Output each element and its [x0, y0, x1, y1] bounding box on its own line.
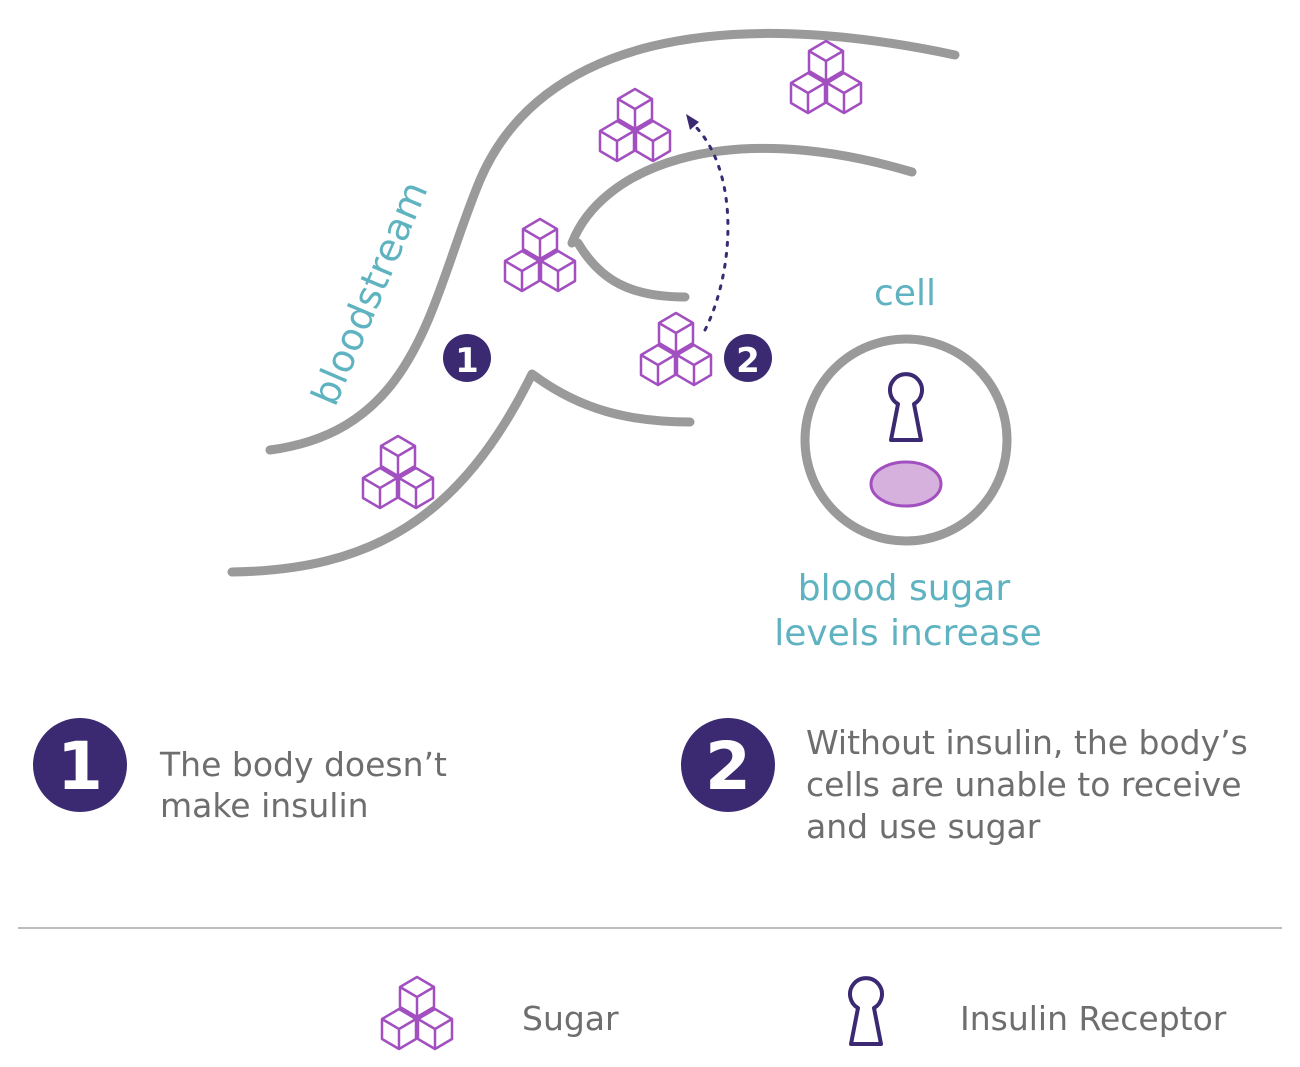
vessel-outer-wall [265, 28, 960, 455]
step-2-text-line2: cells are unable to receive [806, 765, 1242, 804]
sugar-icon [641, 313, 711, 385]
cell-membrane [800, 334, 1012, 546]
step-2-text-line1: Without insulin, the body’s [806, 723, 1248, 762]
sugar-icon [791, 41, 861, 113]
step-1-badge [33, 718, 127, 812]
svg-text:2: 2 [705, 728, 751, 805]
blood-sugar-label-line2: levels increase [774, 613, 1042, 654]
step-2-text-line3: and use sugar [806, 807, 1041, 846]
svg-text:1: 1 [57, 728, 103, 805]
vessel-lower-wall [227, 369, 695, 577]
insulin-receptor-icon [888, 372, 924, 442]
step-1-text-line2: make insulin [160, 786, 369, 825]
bloodstream-label: bloodstream [303, 175, 437, 412]
legend-insulin-receptor-label: Insulin Receptor [960, 999, 1227, 1038]
svg-text:1: 1 [455, 341, 479, 381]
sugar-icon [363, 436, 433, 508]
svg-text:2: 2 [736, 341, 760, 381]
step-1: 1 The body doesn’t make insulin [33, 718, 447, 825]
sugar-icon [505, 219, 575, 291]
sugar-icon [600, 89, 670, 161]
legend-sugar-icon [382, 977, 452, 1049]
vessel-inner-upper-wall [567, 143, 917, 248]
step-2: 2 Without insulin, the body’s cells are … [681, 718, 1248, 846]
legend: Sugar Insulin Receptor [382, 976, 1227, 1049]
legend-insulin-receptor-icon [848, 976, 884, 1046]
vessel-inner-branch-wall [573, 238, 690, 302]
arrowhead-icon [686, 114, 699, 130]
dotted-arrow [691, 122, 730, 332]
legend-sugar-label: Sugar [522, 999, 619, 1038]
step-2-badge [681, 718, 775, 812]
step-badge-2: 2 [724, 334, 772, 382]
cell-label: cell [874, 273, 936, 314]
cell-nucleus [869, 460, 943, 508]
step-badge-1: 1 [443, 334, 491, 382]
blood-sugar-label-line1: blood sugar [798, 568, 1011, 609]
step-1-text-line1: The body doesn’t [159, 745, 447, 784]
